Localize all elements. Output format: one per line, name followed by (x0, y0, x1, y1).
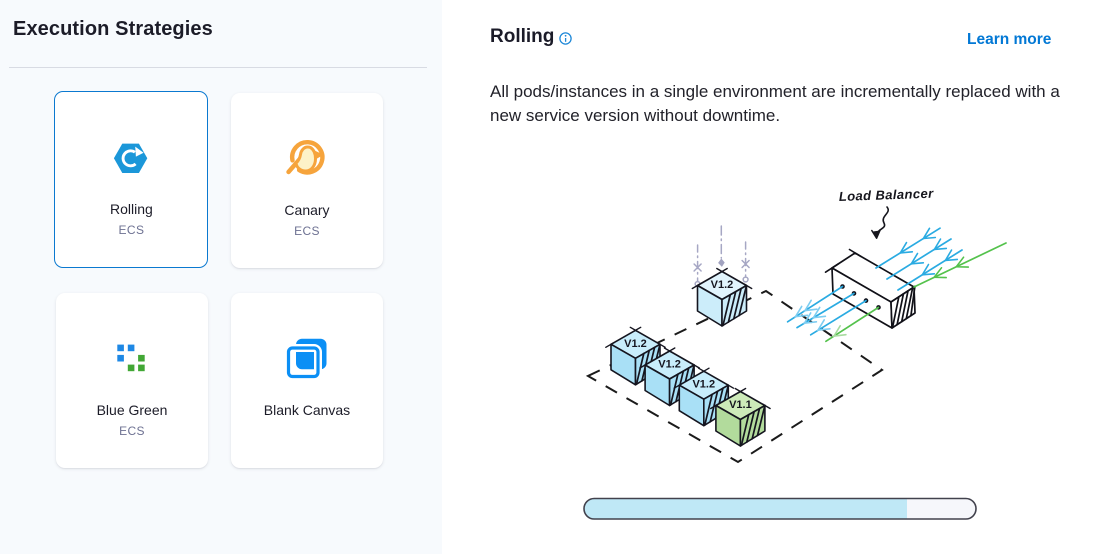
svg-text:V1.2: V1.2 (658, 359, 681, 371)
svg-text:V1.2: V1.2 (692, 379, 715, 391)
svg-text:V1.2: V1.2 (711, 279, 734, 291)
svg-text:V1.2: V1.2 (624, 338, 647, 350)
svg-text:V1.1: V1.1 (729, 399, 752, 411)
svg-text:Load Balancer: Load Balancer (839, 186, 935, 204)
